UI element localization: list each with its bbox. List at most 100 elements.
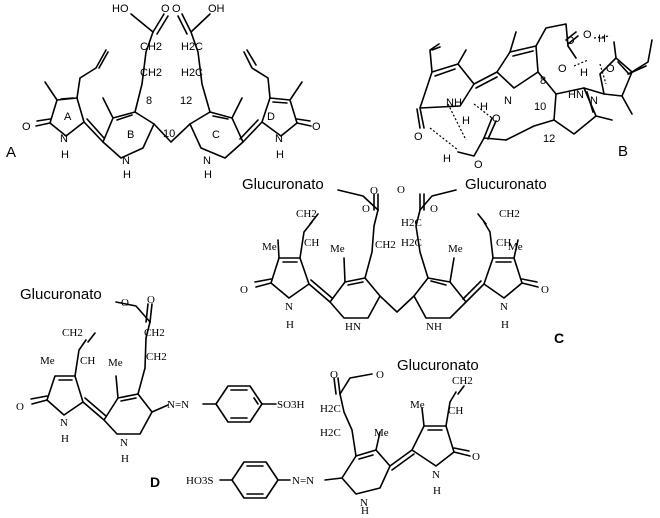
panel-label-b: B — [618, 143, 628, 160]
atom-o: O — [240, 284, 248, 296]
atom-o: O — [376, 369, 384, 381]
group-ch2: CH2 — [499, 208, 520, 220]
atom-h: H — [276, 149, 284, 161]
panel-label-d: D — [150, 474, 160, 490]
labels-c: Glucuronato Glucuronato O O O O CH2 H2C … — [240, 176, 564, 346]
atom-oh: OH — [208, 3, 225, 15]
group-h2c: H2C — [401, 217, 422, 229]
atom-o: O — [606, 63, 615, 75]
methyl: Me — [410, 399, 425, 411]
labels-a: O N H N H N H N H O A B C D 8 10 12 CH2 … — [6, 3, 321, 181]
atom-n: N — [590, 95, 598, 107]
sulfonic-acid: SO3H — [277, 399, 305, 411]
ring-label-c: C — [212, 129, 220, 141]
structure-b — [416, 23, 653, 157]
atom-hn: HN — [568, 89, 584, 101]
atom-o: O — [474, 159, 483, 171]
atom-h: H — [121, 453, 129, 465]
atom-h: H — [501, 319, 509, 331]
atom-o: O — [370, 185, 378, 197]
panel-label-c: C — [554, 330, 564, 346]
atom-n: N — [60, 417, 68, 429]
methyl: Me — [448, 243, 463, 255]
atom-o: O — [172, 3, 181, 15]
position-8: 8 — [540, 75, 546, 87]
group-ch2: CH2 — [452, 375, 473, 387]
ring-label-b: B — [127, 129, 134, 141]
atom-n: N — [360, 497, 368, 509]
structure-c — [254, 189, 539, 319]
atom-n: N — [504, 95, 512, 107]
group-h2c: H2C — [181, 41, 203, 53]
atom-h: H — [361, 505, 369, 517]
group-ch: CH — [496, 237, 511, 249]
atom-h: H — [61, 149, 69, 161]
atom-h: H — [286, 319, 294, 331]
azo-link: N=N — [167, 399, 189, 411]
atom-n: N — [275, 133, 283, 145]
atom-n: N — [122, 155, 130, 167]
atom-o: O — [121, 297, 129, 309]
position-10: 10 — [534, 101, 546, 113]
atom-o: O — [541, 284, 549, 296]
atom-o: O — [492, 113, 501, 125]
labels-d-right: Glucuronato O O H2C H2C Me Me CH CH2 HO3… — [186, 357, 480, 517]
atom-o: O — [312, 121, 321, 133]
group-ch2: CH2 — [296, 208, 317, 220]
atom-h: H — [204, 169, 212, 181]
ring-label-d: D — [267, 111, 275, 123]
atom-nh: NH — [446, 97, 462, 109]
atom-hn: HN — [345, 321, 361, 333]
ring-label-a: A — [64, 111, 72, 123]
atom-n: N — [60, 133, 68, 145]
atom-n: N — [203, 155, 211, 167]
atom-o: O — [430, 203, 438, 215]
atom-n: N — [120, 437, 128, 449]
methyl: Me — [508, 241, 523, 253]
atom-h: H — [462, 115, 470, 127]
atom-h: H — [580, 67, 588, 79]
position-12: 12 — [180, 95, 192, 107]
atom-o: O — [16, 401, 24, 413]
position-10: 10 — [163, 128, 175, 140]
azo-link: N=N — [292, 475, 314, 487]
atom-n: N — [285, 301, 293, 313]
group-ch2: CH2 — [140, 41, 162, 53]
glucuronato-label: Glucuronato — [20, 286, 102, 303]
atom-o: O — [414, 131, 423, 143]
group-ch: CH — [304, 237, 319, 249]
atom-o: O — [330, 369, 338, 381]
glucuronato-label: Glucuronato — [397, 357, 479, 374]
group-ch: CH — [80, 355, 95, 367]
atom-o: O — [161, 3, 170, 15]
group-ch2: CH2 — [140, 67, 162, 79]
glucuronato-label: Glucuronato — [242, 176, 324, 193]
group-ch2: CH2 — [62, 327, 83, 339]
sulfonic-acid: HO3S — [186, 475, 214, 487]
group-ch: CH — [448, 405, 463, 417]
group-ch2: CH2 — [146, 351, 167, 363]
atom-h: H — [443, 153, 451, 165]
methyl: Me — [374, 427, 389, 439]
group-h2c: H2C — [320, 427, 341, 439]
atom-nh: NH — [426, 321, 442, 333]
atom-o: O — [558, 63, 567, 75]
glucuronato-label: Glucuronato — [465, 176, 547, 193]
labels-b: O NH N 8 10 12 HN O H O O H O N H H H O … — [414, 29, 628, 171]
atom-n: N — [432, 469, 440, 481]
atom-ho: HO — [112, 3, 129, 15]
methyl: Me — [330, 243, 345, 255]
group-h2c: H2C — [181, 67, 203, 79]
position-8: 8 — [146, 95, 152, 107]
position-12: 12 — [543, 133, 555, 145]
atom-o: O — [472, 451, 480, 463]
atom-h: H — [61, 433, 69, 445]
group-ch2: CH2 — [375, 239, 396, 251]
panel-label-a: A — [6, 144, 16, 161]
group-h2c: H2C — [320, 403, 341, 415]
methyl: Me — [108, 357, 123, 369]
atom-o: O — [397, 184, 405, 196]
atom-h: H — [433, 485, 441, 497]
